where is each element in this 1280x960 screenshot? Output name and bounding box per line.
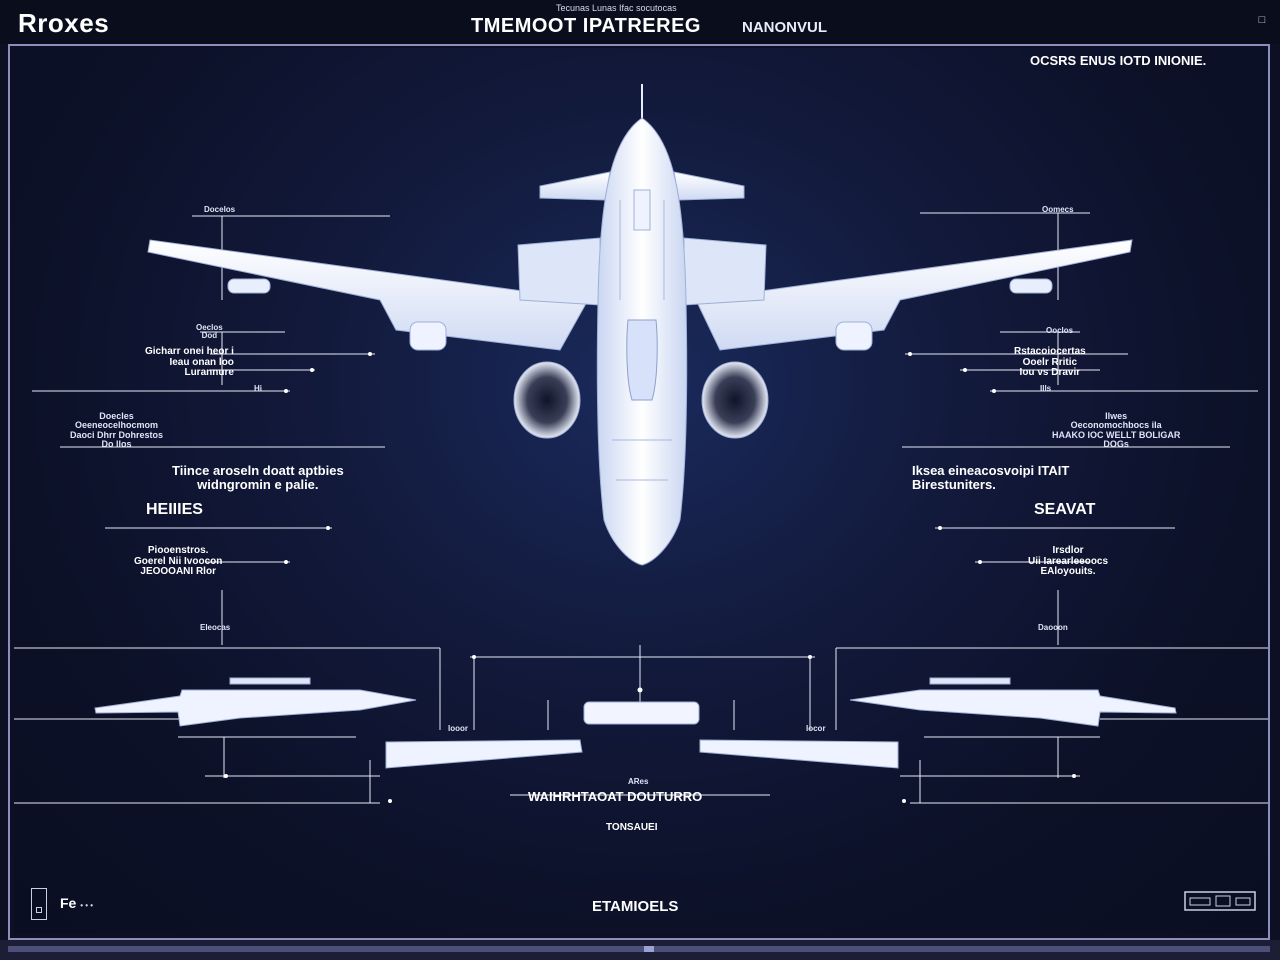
footer-left-label[interactable]: Fe • • • (60, 895, 93, 911)
left-callout-3: Gicharr onei heor i Ieau onan loo Lurann… (145, 346, 234, 378)
footer-left-text: Fe (60, 895, 77, 911)
side-view-small-label: ARes (628, 777, 649, 786)
leader-lines (14, 212, 1268, 804)
right-callout-6: Iksea eineacosvoipi ITAIT Birestuniters. (912, 463, 1070, 492)
layout-icon[interactable] (1184, 891, 1258, 913)
left-callout-7: Piooenstros. Goerel Nii Ivoocon JEOOOANI… (134, 545, 223, 577)
right-callout-5: Ilwes Oeconomochbocs ila HAAKO IOC WELLT… (1052, 411, 1181, 450)
left-callout-2: Oeclos Dod (196, 323, 223, 341)
side-view-right-tick: Iocor (806, 724, 826, 733)
side-view-parts (94, 677, 1177, 769)
blueprint-frame (8, 44, 1270, 940)
right-callout-2: Ooclos (1046, 326, 1074, 335)
side-view-left-tick: Iooor (448, 724, 468, 733)
side-view-label: WAIHRHTAOAT DOUTURRO (528, 789, 703, 804)
right-callout-8: Daooon (1038, 623, 1068, 632)
left-callout-4: Hi (254, 384, 262, 393)
panel-icon[interactable] (31, 888, 47, 920)
top-caption: Tecunas Lunas Ifac socutocas (556, 3, 677, 13)
page-subtitle: NANONVUL (742, 19, 827, 36)
status-bar (0, 940, 1280, 960)
page-title: TMEMOOT IPATREREG (471, 15, 701, 37)
horizontal-scrollbar[interactable] (8, 946, 1270, 952)
left-section-heading: HEIIIES (146, 501, 203, 518)
side-view-sub: TONSAUEI (606, 822, 658, 833)
restore-icon[interactable]: □ (1258, 14, 1266, 26)
right-callout-1: Oomecs (1042, 205, 1074, 214)
footer-center-label: ETAMIOELS (592, 898, 679, 915)
right-section-heading: SEAVAT (1034, 501, 1096, 518)
left-callout-5: Doecles Oeeneocelhocmom Daoci Dhrr Dohre… (70, 411, 164, 450)
brand-logo: Rroxes (18, 8, 110, 38)
right-callout-7: Irsdlor Uii Iarearleeoocs EAloyouits. (1028, 545, 1109, 577)
leader-markers (224, 352, 1076, 803)
right-callout-3: Rstacoiocertas Ooelr Rritic Iou vs Dravi… (1014, 346, 1086, 378)
footer-left-dots: • • • (80, 901, 94, 910)
aircraft-top-view (147, 84, 1133, 566)
left-callout-8: Eleocas (200, 623, 231, 632)
left-callout-1: Docelos (204, 205, 236, 214)
title-bar: Rroxes Tecunas Lunas Ifac socutocas TMEM… (0, 0, 1280, 44)
top-right-note: OCSRS ENUS IOTD INIONIE. (1030, 53, 1207, 68)
scrollbar-thumb[interactable] (644, 946, 654, 952)
right-callout-4: Ills (1040, 384, 1052, 393)
left-callout-6: Tiince aroseln doatt aptbies widngromin … (172, 463, 344, 492)
